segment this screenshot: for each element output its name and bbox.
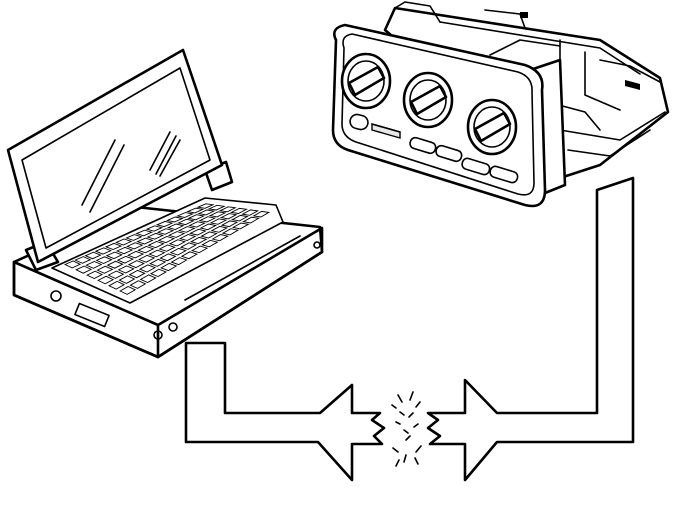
keyboard-key — [197, 209, 216, 216]
keyboard-key — [177, 218, 195, 226]
keyboard-key — [148, 249, 166, 258]
keyboard-key — [127, 260, 145, 269]
panel-buttons — [349, 113, 519, 184]
keyboard-key — [117, 265, 135, 274]
keyboard-keys — [64, 203, 271, 295]
keyboard-key — [190, 236, 208, 245]
keyboard-key — [105, 251, 123, 260]
keyboard-key — [128, 269, 146, 279]
keyboard-key — [207, 204, 226, 211]
keyboard-key — [126, 250, 145, 259]
keyboard-key — [187, 214, 206, 221]
keyboard-key — [119, 285, 137, 295]
keyboard-key — [208, 211, 227, 218]
keyboard-key — [149, 258, 167, 267]
keyboard-key — [200, 231, 218, 239]
keyboard-key — [125, 234, 143, 241]
keyboard-key — [242, 216, 260, 224]
center-knob — [402, 71, 454, 129]
keyboard-key — [190, 245, 209, 254]
keyboard-key — [85, 261, 103, 269]
keyboard-key — [147, 241, 165, 249]
keyboard-key — [104, 242, 123, 250]
keyboard-key — [231, 222, 250, 230]
keyboard-key — [210, 225, 229, 233]
keyboard-key — [136, 237, 154, 245]
keyboard-key — [96, 265, 114, 274]
keyboard-key — [146, 232, 165, 240]
keyboard-key — [84, 251, 102, 260]
keyboard-key — [230, 214, 249, 222]
keyboard-key — [211, 234, 229, 242]
keyboard-key — [155, 220, 174, 228]
keyboard-key — [170, 257, 188, 266]
keyboard-key — [156, 228, 175, 235]
keyboard-key — [97, 275, 115, 285]
right-knob — [466, 98, 518, 156]
keyboard-key — [118, 275, 136, 284]
keyboard-key — [165, 216, 184, 223]
keyboard-key — [252, 210, 271, 218]
keyboard-key — [149, 268, 168, 277]
laptop-screen — [6, 48, 224, 264]
keyboard-key — [64, 260, 82, 269]
keyboard-key — [135, 229, 154, 237]
keyboard-key — [169, 247, 187, 256]
keyboard-key — [107, 270, 125, 279]
keyboard-key — [178, 226, 196, 233]
keyboard-key — [179, 242, 198, 250]
keyboard-key — [75, 265, 93, 274]
keyboard-key — [74, 256, 92, 264]
keyboard-key — [241, 209, 260, 216]
keyboard-key — [229, 207, 248, 214]
keyboard-key — [186, 207, 205, 214]
keyboard-key — [126, 242, 144, 250]
keyboard-key — [221, 228, 240, 236]
left-knob — [340, 52, 392, 110]
keyboard-key — [189, 228, 207, 236]
keyboard-key — [199, 223, 218, 231]
keyboard-key — [167, 231, 186, 238]
keyboard-key — [115, 246, 134, 255]
keyboard-key — [176, 212, 195, 218]
keyboard-key — [180, 251, 199, 260]
keyboard-key — [159, 253, 177, 262]
keyboard-key — [219, 213, 238, 220]
laptop-icon — [6, 48, 324, 359]
keyboard-key — [95, 256, 113, 264]
keyboard-key — [158, 244, 176, 252]
keyboard-key — [196, 203, 215, 209]
keyboard-key — [145, 225, 164, 232]
control-panel-icon — [331, 1, 670, 208]
keyboard-key — [129, 280, 147, 289]
broken-connection-arrow — [184, 176, 635, 482]
keyboard-key — [94, 247, 112, 255]
keyboard-key — [166, 223, 185, 230]
keyboard-key — [160, 262, 178, 272]
keyboard-key — [178, 234, 197, 241]
keyboard-key — [220, 220, 239, 228]
keyboard-key — [137, 254, 156, 263]
keyboard-key — [139, 274, 157, 284]
break-sparks — [391, 391, 422, 467]
keyboard-key — [198, 216, 217, 223]
keyboard-key — [137, 246, 155, 254]
keyboard-key — [86, 270, 104, 280]
keyboard-key — [106, 260, 124, 269]
keyboard-key — [168, 239, 187, 247]
keyboard-key — [108, 280, 126, 290]
keyboard-key — [188, 221, 206, 228]
keyboard-key — [218, 206, 237, 213]
keyboard-key — [157, 236, 176, 244]
keyboard-key — [114, 238, 133, 246]
keyboard-key — [138, 264, 157, 273]
keyboard-key — [116, 255, 135, 264]
keyboard-key — [201, 239, 219, 248]
keyboard-key — [209, 218, 228, 225]
